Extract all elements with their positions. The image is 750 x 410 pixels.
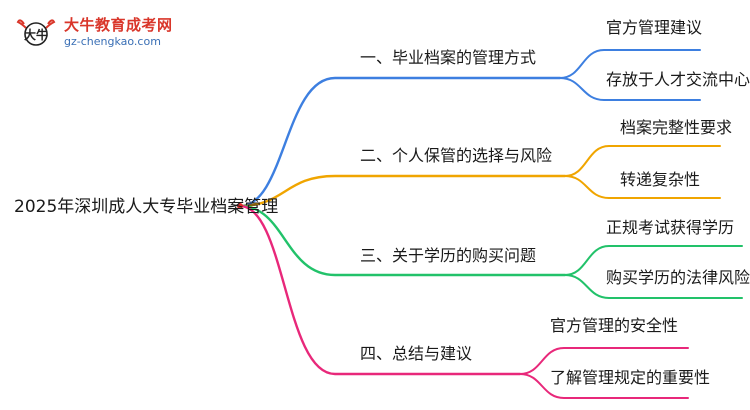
logo-title: 大牛教育成考网 xyxy=(64,16,173,34)
leaf-4-2: 了解管理规定的重要性 xyxy=(550,368,711,387)
leaf-3-2-connector xyxy=(564,274,743,299)
site-logo[interactable]: 大牛 大牛教育成考网 gz-chengkao.com xyxy=(8,10,178,58)
leaf-2-1-connector xyxy=(564,145,721,177)
logo-mark-text: 大牛 xyxy=(24,27,48,42)
leaf-3-2: 购买学历的法律风险 xyxy=(606,268,750,287)
mindmap-edges xyxy=(237,49,743,399)
leaf-2-1: 档案完整性要求 xyxy=(620,118,733,137)
leaf-3-1: 正规考试获得学历 xyxy=(606,218,735,237)
branch-1-connector xyxy=(238,76,562,208)
mindmap-root: 2025年深圳成人大专毕业档案管理 xyxy=(14,197,279,217)
branch-3-label: 三、关于学历的购买问题 xyxy=(360,246,537,265)
leaf-4-1-connector xyxy=(519,347,689,375)
leaf-1-2: 存放于人才交流中心 xyxy=(606,70,750,89)
leaf-1-1: 官方管理建议 xyxy=(606,18,703,37)
branch-4-connector xyxy=(238,204,522,376)
logo-url: gz-chengkao.com xyxy=(64,35,161,48)
leaf-2-2: 转递复杂性 xyxy=(620,170,701,189)
branch-4-label: 四、总结与建议 xyxy=(360,344,473,363)
branch-1-label: 一、毕业档案的管理方式 xyxy=(360,48,537,67)
leaf-3-1-connector xyxy=(564,245,743,276)
leaf-4-1: 官方管理的安全性 xyxy=(550,316,679,335)
leaf-1-1-connector xyxy=(559,49,701,79)
branch-3-connector xyxy=(238,204,567,277)
root-node-dot xyxy=(237,203,243,209)
leaf-4-2-connector xyxy=(519,373,689,399)
logo-ox-icon: 大牛 xyxy=(16,19,56,46)
branch-2-connector xyxy=(238,174,567,208)
leaf-1-2-connector xyxy=(559,77,701,101)
leaf-2-2-connector xyxy=(564,175,721,199)
branch-2-label: 二、个人保管的选择与风险 xyxy=(360,146,553,165)
